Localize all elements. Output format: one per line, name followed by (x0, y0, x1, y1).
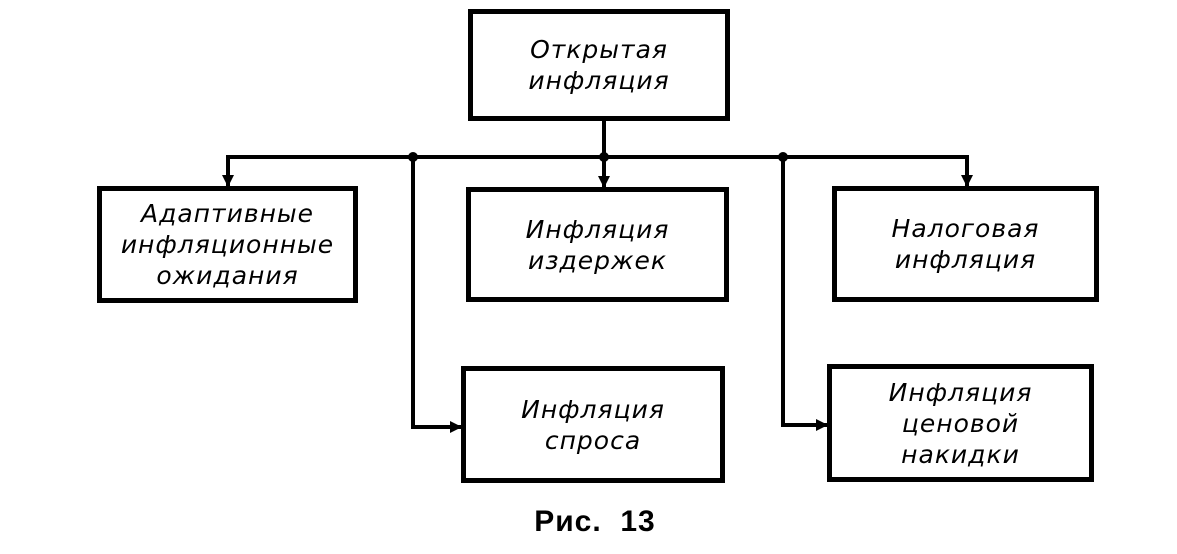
figure-caption: Рис. 13 (534, 505, 656, 538)
node-markup-line1: Инфляция (888, 377, 1033, 407)
node-cost-line1: Инфляция (525, 214, 670, 244)
node-demand-inflation: Инфляция спроса (461, 366, 725, 483)
node-markup-inflation: Инфляция ценовой накидки (827, 364, 1094, 482)
node-cost-line2: издержек (527, 245, 668, 275)
node-open-inflation-line2: инфляция (528, 66, 670, 95)
arrow-to-demand (411, 157, 462, 433)
node-tax-line1: Налоговая (891, 214, 1040, 243)
node-open-inflation-line1: Открытая (530, 35, 668, 64)
node-adaptive-line1: Адаптивные (140, 199, 315, 228)
node-tax-inflation: Налоговая инфляция (832, 186, 1099, 302)
node-tax-line2: инфляция (894, 245, 1037, 274)
node-adaptive-line3: ожидания (156, 261, 299, 290)
node-adaptive-line2: инфляционные (120, 230, 335, 259)
node-markup-line3: накидки (901, 439, 1020, 469)
arrow-to-markup (781, 157, 828, 431)
node-open-inflation: Открытая инфляция (468, 9, 730, 121)
node-demand-line1: Инфляция (521, 394, 665, 424)
node-cost-inflation: Инфляция издержек (466, 187, 729, 302)
node-demand-line2: спроса (544, 425, 642, 455)
node-adaptive-expectations: Адаптивные инфляционные ожидания (97, 186, 358, 303)
node-markup-line2: ценовой (901, 408, 1020, 438)
